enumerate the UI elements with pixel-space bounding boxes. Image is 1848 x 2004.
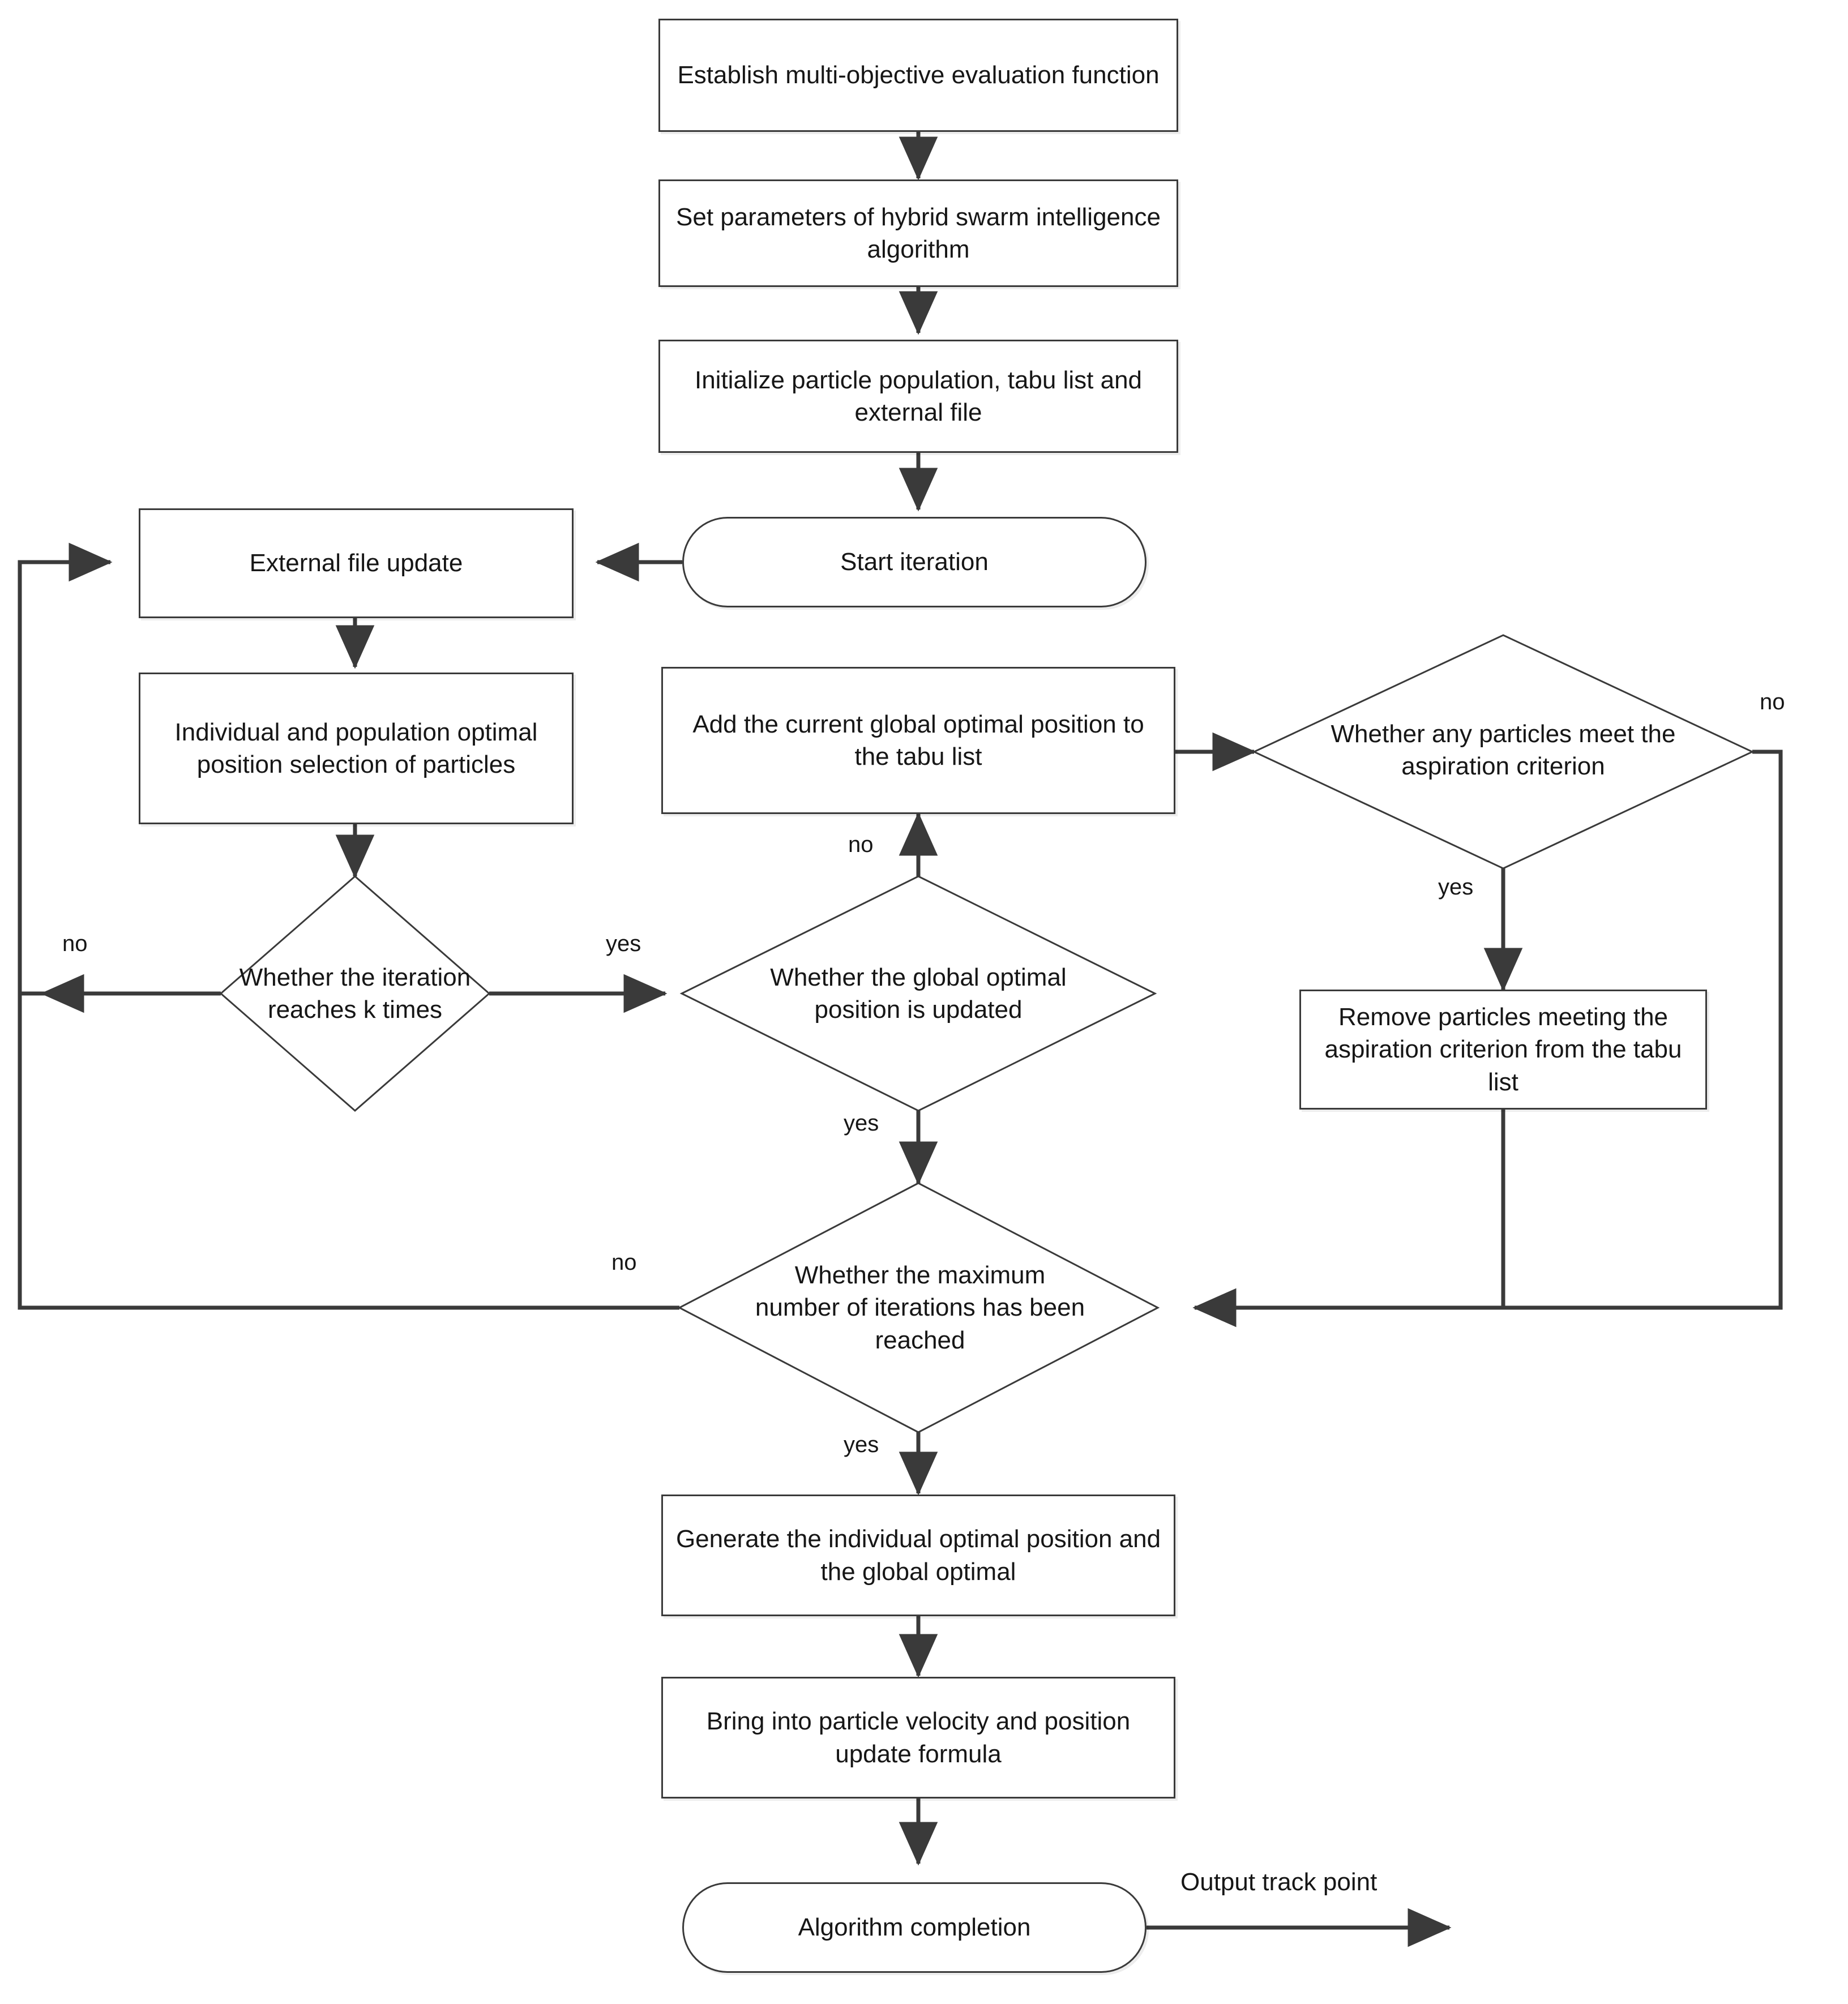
edge-k-no-loop-up <box>18 542 113 996</box>
diamond-global-optimal-updated <box>679 875 1157 1112</box>
node-label: Remove particles meeting the aspiration … <box>1324 1003 1682 1096</box>
edge-label-k-yes: yes <box>606 931 641 957</box>
edge-label-text: no <box>1760 690 1785 714</box>
node-label: Whether the global optimal position is u… <box>770 963 1067 1024</box>
node-label: External file update <box>249 549 463 577</box>
edge-label-text: no <box>848 832 874 857</box>
edge-label-text: yes <box>844 1111 879 1136</box>
node-iteration-reaches-k[interactable]: Whether the iteration reaches k times <box>236 923 474 1064</box>
node-initialize-population[interactable]: Initialize particle population, tabu lis… <box>658 340 1178 453</box>
edge-label-text: no <box>62 931 88 956</box>
node-label: Individual and population optimal positi… <box>174 718 538 778</box>
node-aspiration-criterion[interactable]: Whether any particles meet the aspiratio… <box>1302 679 1704 821</box>
diamond-iteration-reaches-k <box>219 875 491 1112</box>
diamond-max-iterations <box>677 1182 1160 1433</box>
edge-label-text: yes <box>606 931 641 956</box>
node-optimal-position-selection[interactable]: Individual and population optimal positi… <box>139 673 574 824</box>
edge-label-aspiration-yes: yes <box>1438 875 1473 900</box>
edge-label-output-track-point: Output track point <box>1180 1868 1377 1896</box>
node-label: Whether any particles meet the aspiratio… <box>1331 720 1676 780</box>
node-label: Bring into particle velocity and positio… <box>706 1707 1131 1768</box>
edge-label-text: yes <box>1438 875 1474 900</box>
edge-label-aspiration-no: no <box>1760 690 1785 715</box>
node-establish-evaluation-function[interactable]: Establish multi-objective evaluation fun… <box>658 19 1178 132</box>
node-remove-particles[interactable]: Remove particles meeting the aspiration … <box>1299 990 1707 1110</box>
node-generate-optimal[interactable]: Generate the individual optimal position… <box>661 1495 1175 1616</box>
edge-label-global-no: no <box>848 832 874 858</box>
node-label: Add the current global optimal position … <box>692 710 1144 770</box>
node-label: Establish multi-objective evaluation fun… <box>677 61 1160 89</box>
node-label: Set parameters of hybrid swarm intellige… <box>676 203 1161 263</box>
node-set-parameters[interactable]: Set parameters of hybrid swarm intellige… <box>658 179 1178 287</box>
node-external-file-update[interactable]: External file update <box>139 508 574 618</box>
node-label: Generate the individual optimal position… <box>675 1525 1161 1586</box>
node-label: Start iteration <box>840 548 989 576</box>
edge-label-text: yes <box>844 1432 879 1457</box>
edge-label-text: no <box>611 1250 637 1275</box>
diamond-aspiration-criterion <box>1252 634 1755 870</box>
node-max-iterations-reached[interactable]: Whether the maximum number of iterations… <box>750 1206 1090 1410</box>
node-label: Initialize particle population, tabu lis… <box>694 366 1143 426</box>
node-global-optimal-updated[interactable]: Whether the global optimal position is u… <box>743 923 1094 1064</box>
edge-label-text: Output track point <box>1180 1868 1378 1896</box>
node-label: Algorithm completion <box>798 1913 1031 1942</box>
edge-label-global-yes: yes <box>844 1111 879 1136</box>
edge-label-max-no: no <box>611 1250 637 1275</box>
node-add-to-tabu-list[interactable]: Add the current global optimal position … <box>661 667 1175 814</box>
node-label: Whether the maximum number of iterations… <box>755 1261 1085 1354</box>
node-algorithm-completion[interactable]: Algorithm completion <box>682 1882 1147 1973</box>
node-velocity-position-update[interactable]: Bring into particle velocity and positio… <box>661 1677 1175 1799</box>
edge-label-k-no: no <box>62 931 88 957</box>
edge-remove-to-max <box>1192 1110 1505 1328</box>
node-start-iteration[interactable]: Start iteration <box>682 517 1147 607</box>
edge-label-max-yes: yes <box>844 1432 879 1458</box>
node-label: Whether the iteration reaches k times <box>239 963 471 1024</box>
